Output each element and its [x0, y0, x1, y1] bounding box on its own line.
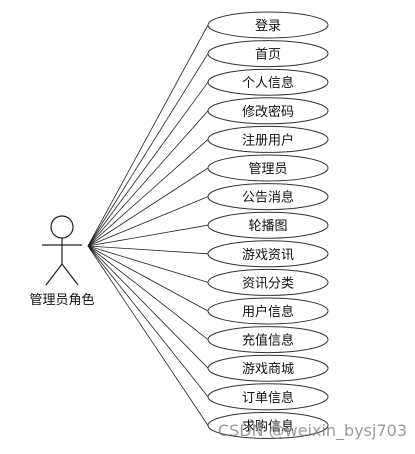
- use-case-ellipse: [207, 240, 329, 268]
- use-case: 公告消息: [207, 183, 329, 211]
- use-case-label: 公告消息: [242, 190, 294, 206]
- association-line: [87, 245, 209, 369]
- use-case-ellipse: [207, 40, 329, 68]
- watermark: CSDN @weixin_bysj703: [217, 421, 407, 440]
- use-case: 轮播图: [207, 211, 329, 239]
- use-case: 修改密码: [207, 97, 329, 125]
- use-case-label: 游戏资讯: [242, 248, 294, 263]
- actor-figure: 管理员角色: [29, 215, 95, 308]
- use-case: 资讯分类: [207, 268, 329, 296]
- use-case-ellipse: [207, 183, 329, 211]
- use-case-ellipse: [207, 326, 329, 354]
- association-line: [87, 245, 209, 255]
- use-case: 求购信息: [207, 411, 329, 439]
- association-line: [87, 24, 209, 247]
- use-case-ellipse: [207, 97, 329, 125]
- use-case-ellipse: [207, 383, 329, 411]
- use-case-ellipse: [207, 125, 329, 153]
- use-case-label: 管理员: [248, 162, 287, 177]
- use-case-label: 用户信息: [242, 304, 294, 320]
- association-line: [87, 224, 209, 247]
- use-case-ellipse: [207, 354, 329, 382]
- use-case: 充值信息: [207, 326, 329, 354]
- use-case: 管理员: [207, 154, 329, 182]
- use-case-ellipse: [207, 11, 329, 39]
- use-case: 游戏资讯: [207, 240, 329, 268]
- use-case-ellipse: [207, 68, 329, 96]
- use-case-label: 游戏商城: [242, 362, 294, 377]
- use-case: 登录: [207, 11, 329, 39]
- use-case-ellipse: [207, 154, 329, 182]
- association-line: [87, 53, 209, 247]
- actor-head: [50, 215, 74, 239]
- actor-label: 管理员角色: [29, 292, 94, 308]
- association-line: [87, 245, 209, 426]
- use-case-ellipse: [207, 268, 329, 296]
- use-case-label: 订单信息: [242, 390, 294, 406]
- use-case-label: 个人信息: [242, 75, 294, 91]
- use-case-label: 登录: [255, 19, 281, 34]
- use-case-label: 资讯分类: [242, 276, 294, 291]
- use-case-label: 修改密码: [242, 104, 294, 120]
- actor-left-leg: [45, 263, 63, 286]
- use-case-ellipse: [207, 297, 329, 325]
- association-lines: [87, 24, 209, 426]
- use-case: 个人信息: [207, 68, 329, 96]
- use-case-label: 首页: [255, 48, 281, 63]
- use-case-label: 求购信息: [242, 418, 294, 434]
- use-case-list: 登录首页个人信息修改密码注册用户管理员公告消息轮播图游戏资讯资讯分类用户信息充值…: [207, 11, 329, 439]
- use-case-label: 轮播图: [248, 219, 287, 234]
- association-line: [87, 167, 209, 247]
- use-case: 订单信息: [207, 383, 329, 411]
- use-case-ellipse: [207, 411, 329, 439]
- association-line: [87, 245, 209, 398]
- association-line: [87, 245, 209, 283]
- association-line: [87, 81, 209, 247]
- use-case-label: 充值信息: [242, 333, 294, 349]
- use-case-ellipse: [207, 211, 329, 239]
- association-line: [87, 139, 209, 247]
- use-case: 用户信息: [207, 297, 329, 325]
- use-case: 游戏商城: [207, 354, 329, 382]
- use-case: 首页: [207, 40, 329, 68]
- association-line: [87, 245, 209, 312]
- actor-right-leg: [61, 263, 79, 286]
- use-case-label: 注册用户: [242, 132, 294, 148]
- association-line: [87, 196, 209, 247]
- association-line: [87, 245, 209, 340]
- association-line: [87, 110, 209, 247]
- use-case: 注册用户: [207, 125, 329, 153]
